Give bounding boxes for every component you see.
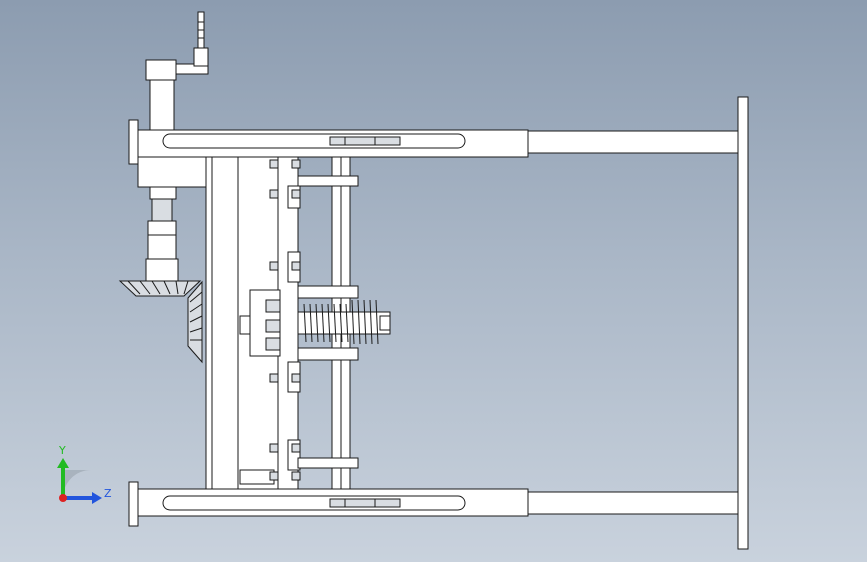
hub-housing[interactable]	[239, 289, 281, 357]
bevel-gear-vertical[interactable]	[187, 280, 203, 364]
right-end-plate[interactable]	[737, 96, 749, 550]
worm-screw[interactable]	[297, 299, 391, 345]
universal-joint[interactable]	[137, 156, 207, 260]
bolts	[269, 159, 301, 481]
origin-dot	[59, 494, 67, 502]
z-axis-label: Z	[104, 487, 112, 500]
lower-arm[interactable]	[128, 481, 739, 527]
orientation-triad: Y Z	[57, 444, 112, 504]
shaft-brackets[interactable]	[297, 175, 359, 469]
bevel-gear-horizontal[interactable]	[118, 258, 202, 297]
carriage-plate[interactable]	[277, 156, 301, 490]
motor-column[interactable]	[145, 11, 209, 131]
y-axis-label: Y	[58, 444, 66, 457]
upper-arm[interactable]	[128, 119, 739, 165]
